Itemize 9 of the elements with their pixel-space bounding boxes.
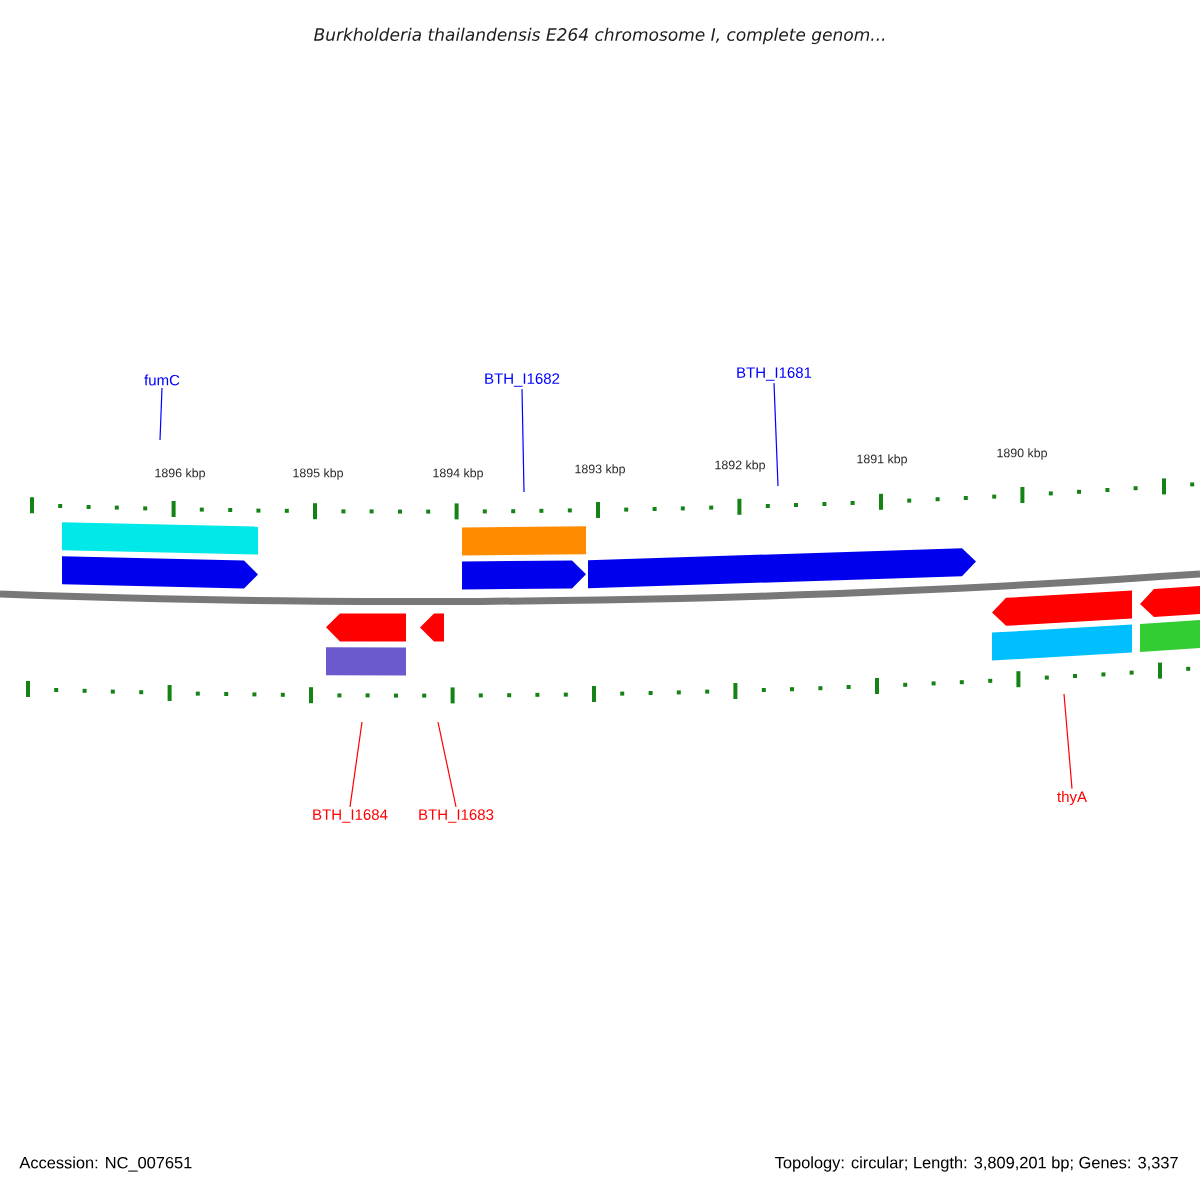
leader-line bbox=[437, 721, 457, 808]
leader-line bbox=[521, 388, 525, 493]
leader-line bbox=[349, 721, 363, 808]
leader-line bbox=[159, 387, 163, 441]
footer-text: Topology: circular; Length: 3,809,201 bp; Genes: 3,337 bbox=[775, 1156, 1178, 1172]
leader-line bbox=[773, 382, 779, 487]
footer-text: Accession: NC_007651 bbox=[19, 1156, 192, 1172]
leader-line bbox=[1063, 693, 1073, 790]
title: Burkholderia thailandensis E264 chromosome I, complete genom... bbox=[314, 27, 885, 45]
